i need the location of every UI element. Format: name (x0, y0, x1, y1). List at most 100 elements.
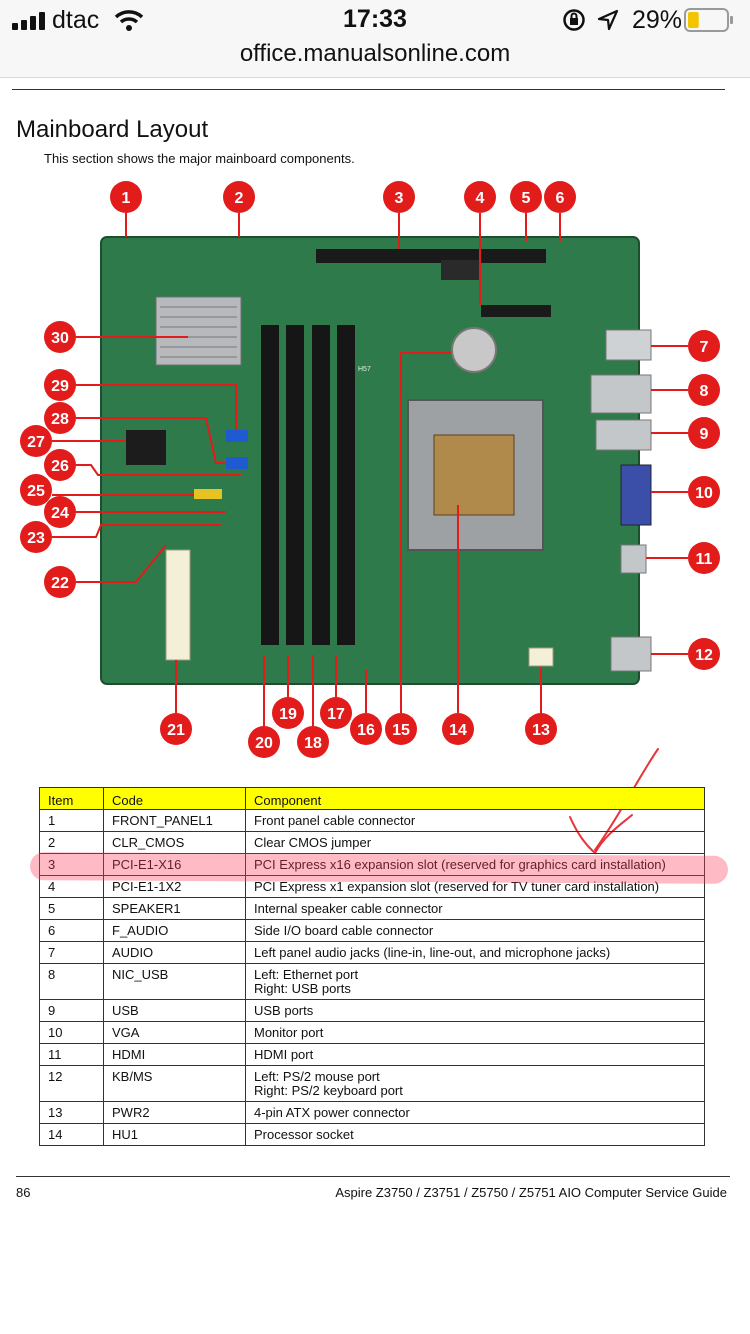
callout-label: 15 (392, 722, 410, 739)
cell-code: VGA (103, 1021, 246, 1044)
signal-icon (12, 12, 45, 30)
callout-12: 12 (651, 638, 720, 670)
cell-item: 8 (39, 963, 104, 1000)
cell-code: F_AUDIO (103, 919, 246, 942)
cell-component: PCI Express x1 expansion slot (reserved … (245, 875, 705, 898)
page-title: Mainboard Layout (16, 116, 209, 143)
header-code: Code (103, 787, 246, 810)
callout-24: 24 (44, 496, 226, 528)
callout-label: 1 (122, 190, 131, 207)
address-bar[interactable]: office.manualsonline.com (0, 40, 750, 78)
table-header-row: Item Code Component (39, 787, 705, 810)
cell-item: 9 (39, 999, 104, 1022)
callout-18: 18 (297, 655, 329, 758)
url-text[interactable]: office.manualsonline.com (239, 40, 511, 67)
callout-2: 2 (223, 181, 255, 237)
header-item: Item (39, 787, 104, 810)
cell-code: CLR_CMOS (103, 831, 246, 854)
cell-component: Left: Ethernet port Right: USB ports (245, 963, 705, 1000)
cell-component: Left panel audio jacks (line-in, line-ou… (245, 941, 705, 964)
callout-25: 25 (20, 474, 222, 506)
mainboard-diagram: H57 1 2 3 4 5 6 7 8 9 10 11 12 13 14 15 … (20, 181, 720, 758)
callout-20: 20 (248, 655, 280, 758)
cell-component: Monitor port (245, 1021, 705, 1044)
guide-title: Aspire Z3750 / Z3751 / Z5750 / Z5751 AIO… (335, 1185, 727, 1200)
cell-code: FRONT_PANEL1 (103, 809, 246, 832)
highlight-marker (29, 852, 729, 884)
cell-item: 5 (39, 897, 104, 920)
board-chip-label: H57 (358, 366, 371, 373)
callout-label: 4 (476, 190, 485, 207)
cell-component: Clear CMOS jumper (245, 831, 705, 854)
footer-rule (16, 1176, 730, 1177)
cell-code: KB/MS (103, 1065, 246, 1102)
cell-item: 7 (39, 941, 104, 964)
cell-component: 4-pin ATX power connector (245, 1101, 705, 1124)
callout-13: 13 (525, 647, 557, 745)
cell-component: Processor socket (245, 1123, 705, 1146)
cell-code: HDMI (103, 1043, 246, 1066)
cell-item: 2 (39, 831, 104, 854)
status-bar: dtac 17:33 29% (0, 0, 750, 40)
callout-label: 2 (235, 190, 244, 207)
battery-icon (684, 8, 733, 32)
cell-component: Internal speaker cable connector (245, 897, 705, 920)
callout-19: 19 (272, 655, 304, 729)
cell-item: 12 (39, 1065, 104, 1102)
callout-21: 21 (160, 660, 192, 745)
callout-10: 10 (651, 476, 720, 508)
cell-item: 1 (39, 809, 104, 832)
callout-label: 28 (51, 411, 69, 428)
cell-component: USB ports (245, 999, 705, 1022)
callout-4: 4 (464, 181, 496, 305)
callout-label: 9 (700, 426, 709, 443)
callout-23: 23 (20, 521, 221, 553)
cell-code: USB (103, 999, 246, 1022)
callout-label: 29 (51, 378, 69, 395)
callout-label: 5 (522, 190, 531, 207)
callout-16: 16 (350, 670, 382, 745)
cell-component: Side I/O board cable connector (245, 919, 705, 942)
cell-item: 13 (39, 1101, 104, 1124)
cell-item: 14 (39, 1123, 104, 1146)
cell-code: PWR2 (103, 1101, 246, 1124)
cell-code: SPEAKER1 (103, 897, 246, 920)
cell-component: Left: PS/2 mouse port Right: PS/2 keyboa… (245, 1065, 705, 1102)
callout-label: 14 (449, 722, 467, 739)
callout-5: 5 (510, 181, 542, 241)
orientation-lock-icon (563, 9, 585, 31)
cell-item: 6 (39, 919, 104, 942)
cell-code: HU1 (103, 1123, 246, 1146)
callout-label: 21 (167, 722, 185, 739)
cell-code: AUDIO (103, 941, 246, 964)
callout-26: 26 (44, 449, 241, 481)
callout-15: 15 (385, 352, 451, 745)
callout-label: 8 (700, 383, 709, 400)
callout-label: 7 (700, 339, 709, 356)
callout-27: 27 (20, 425, 126, 457)
location-icon (597, 9, 619, 31)
carrier-name: dtac (52, 6, 100, 34)
callout-label: 18 (304, 735, 322, 752)
callout-label: 25 (27, 483, 45, 500)
callout-7: 7 (651, 330, 720, 362)
wifi-icon (114, 10, 144, 31)
callout-label: 22 (51, 575, 69, 592)
callout-label: 26 (51, 458, 69, 475)
page-number: 86 (16, 1185, 31, 1200)
callout-group: 1 2 3 4 5 6 7 8 9 10 11 12 13 14 15 16 1… (20, 181, 720, 758)
callout-6: 6 (544, 181, 576, 241)
cell-component: HDMI port (245, 1043, 705, 1066)
cell-component: Front panel cable connector (245, 809, 705, 832)
